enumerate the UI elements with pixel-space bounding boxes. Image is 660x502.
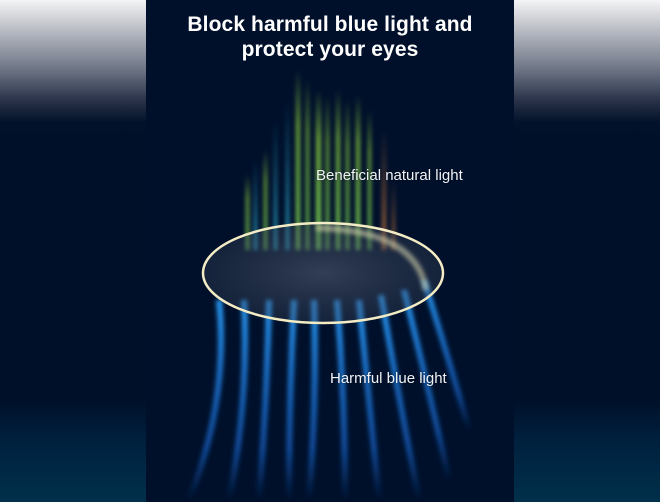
harmful-light-label: Harmful blue light	[330, 370, 447, 387]
left-blurred-margin	[0, 0, 146, 502]
beneficial-light-label: Beneficial natural light	[316, 167, 463, 184]
headline-line-1: Block harmful blue light and	[187, 13, 473, 36]
headline: Block harmful blue light and protect you…	[146, 12, 514, 62]
product-image-panel: Block harmful blue light and protect you…	[146, 0, 514, 502]
right-blurred-margin	[514, 0, 660, 502]
blue-light-beams	[186, 280, 472, 500]
blue-light-illustration	[186, 70, 472, 500]
headline-line-2: protect your eyes	[241, 38, 419, 61]
lens-ellipse	[201, 221, 445, 325]
natural-light-beams	[246, 70, 395, 250]
